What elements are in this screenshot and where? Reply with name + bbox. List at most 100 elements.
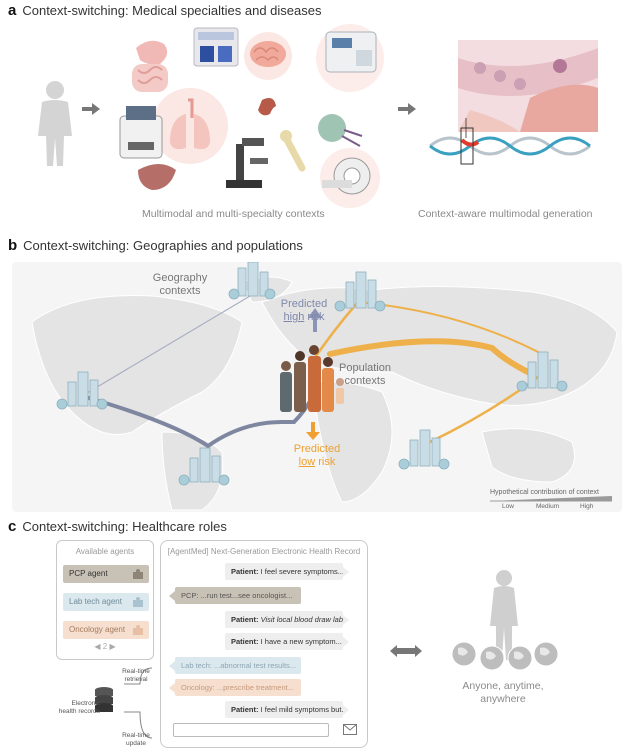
digestive-system-icon <box>132 40 168 92</box>
msg-text: Oncology: ...prescribe treatment... <box>181 683 294 692</box>
realtime-retrieval-line2: retrieval <box>124 676 148 683</box>
panel-a-title-text: Context-switching: Medical specialties a… <box>22 3 322 18</box>
panel-b-title: b Context-switching: Geographies and popu… <box>8 237 303 254</box>
geography-label-line2: contexts <box>159 285 201 297</box>
geography-label-line1: Geography <box>152 272 208 284</box>
arrow-right-icon <box>82 103 100 115</box>
lab-tech-icon <box>133 597 143 607</box>
database-icon <box>95 687 113 712</box>
city-cluster-icon <box>56 371 108 410</box>
legend-bar <box>490 496 612 502</box>
panel-a-title: a Context-switching: Medical specialties … <box>8 2 322 19</box>
ehr-title: [AgentMed] Next-Generation Electronic He… <box>167 547 361 556</box>
panel-c-letter: c <box>8 518 17 535</box>
mri-scanner-icon <box>322 157 371 195</box>
chat-message-patient: Patient: Visit local blood draw lab. <box>225 611 343 628</box>
chat-input[interactable] <box>173 723 329 737</box>
send-mail-icon[interactable] <box>343 724 357 735</box>
sequencer-machine-icon <box>193 27 239 67</box>
predicted-high-line1: Predicted <box>280 298 328 310</box>
blood-analyzer-icon <box>119 106 163 159</box>
chat-message-patient: Patient: I have a new symptom... <box>225 633 343 650</box>
ehr-label-line2: health records <box>58 708 100 715</box>
realtime-update-line2: update <box>126 740 146 747</box>
bone-icon <box>280 130 306 172</box>
human-silhouette-icon <box>38 81 72 166</box>
msg-speaker: Patient: <box>231 637 259 646</box>
msg-text: I feel mild symptoms but... <box>258 705 343 714</box>
anyone-line1: Anyone, anytime, <box>462 680 544 692</box>
predicted-low-risk-label: Predicted low risk <box>282 443 352 469</box>
agent-pcp-label: PCP agent <box>69 569 108 578</box>
panel-b-title-text: Context-switching: Geographies and popul… <box>23 238 303 253</box>
population-group-icon <box>280 345 344 412</box>
chat-bubble-tail <box>343 615 349 625</box>
msg-text: Visit local blood draw lab. <box>258 615 343 624</box>
chat-bubble-tail <box>343 637 349 647</box>
realtime-retrieval-line1: Real-time <box>122 668 150 675</box>
panel-a-letter: a <box>8 2 17 19</box>
msg-text: Lab tech: ...abnormal test results... <box>181 661 297 670</box>
city-cluster-icon <box>334 271 386 312</box>
doctor-icon <box>133 569 143 579</box>
realtime-update-line1: Real-time <box>122 732 150 739</box>
brain-icon <box>250 41 286 67</box>
predicted-low-line1: Predicted <box>293 443 341 455</box>
population-label-line2: contexts <box>344 375 386 387</box>
city-cluster-icon <box>228 262 276 300</box>
panel-a-caption-left: Multimodal and multi-specialty contexts <box>142 208 325 220</box>
predicted-high-risk-label: Predicted high risk <box>268 298 340 324</box>
panel-a-illustration <box>38 24 598 208</box>
ehr-database-label: Electronic health records <box>48 700 100 716</box>
kidney-icon <box>258 98 276 116</box>
predicted-high-line2: high risk <box>268 311 340 324</box>
msg-speaker: Patient: <box>231 567 259 576</box>
chat-bubble-tail <box>169 683 175 693</box>
panel-a-caption-right: Context-aware multimodal generation <box>418 208 593 220</box>
agent-pcp[interactable]: PCP agent <box>63 565 149 583</box>
pager-page-number: 2 <box>102 642 108 651</box>
anyone-illustration <box>451 570 559 671</box>
legend-low: Low <box>502 503 514 510</box>
pager-next-icon[interactable]: ▶ <box>109 642 116 651</box>
available-agents-title: Available agents <box>75 547 135 556</box>
oncologist-icon <box>133 625 143 635</box>
panel-c-title: c Context-switching: Healthcare roles <box>8 518 227 535</box>
chat-message-pcp: PCP: ...run test...see oncologist... <box>175 587 301 604</box>
agent-oncology-label: Oncology agent <box>69 625 126 634</box>
lab-analyzer-icon <box>325 31 377 73</box>
msg-text: I have a new symptom... <box>258 637 342 646</box>
chat-message-patient: Patient: I feel mild symptoms but... <box>225 701 343 718</box>
chat-bubble-tail <box>169 591 175 601</box>
panel-c-title-text: Context-switching: Healthcare roles <box>22 519 227 534</box>
city-cluster-icon <box>516 351 568 392</box>
panel-b-letter: b <box>8 237 18 254</box>
geography-contexts-label: Geography contexts <box>140 272 220 298</box>
agent-lab-tech[interactable]: Lab tech agent <box>63 593 149 611</box>
msg-text: PCP: ...run test...see oncologist... <box>181 591 293 600</box>
chat-message-oncology: Oncology: ...prescribe treatment... <box>175 679 301 696</box>
ehr-label-line1: Electronic <box>71 700 100 707</box>
agent-lab-tech-label: Lab tech agent <box>69 597 122 606</box>
pager-prev-icon[interactable]: ◀ <box>94 642 101 651</box>
population-contexts-label: Population contexts <box>330 362 400 388</box>
arrow-right-icon <box>398 103 416 115</box>
predicted-low-word: low <box>298 456 316 468</box>
anyone-anytime-label: Anyone, anytime, anywhere <box>438 680 568 706</box>
globe-icon <box>451 641 559 671</box>
population-label-line1: Population <box>339 362 391 374</box>
city-cluster-icon <box>178 447 230 486</box>
realtime-update-label: Real-time update <box>116 732 156 748</box>
chat-bubble-tail <box>169 661 175 671</box>
legend-medium: Medium <box>536 503 560 510</box>
retrieval-connectors <box>95 667 153 739</box>
city-cluster-icon <box>398 429 450 470</box>
predicted-low-line2: low risk <box>282 456 352 469</box>
tissue-histology-image <box>458 40 598 132</box>
chat-bubble-tail <box>343 705 349 715</box>
predicted-high-word: high <box>283 311 305 323</box>
world-map <box>12 262 622 512</box>
person-silhouette-icon <box>490 570 518 660</box>
agent-oncology[interactable]: Oncology agent <box>63 621 149 639</box>
chat-message-lab-tech: Lab tech: ...abnormal test results... <box>175 657 301 674</box>
